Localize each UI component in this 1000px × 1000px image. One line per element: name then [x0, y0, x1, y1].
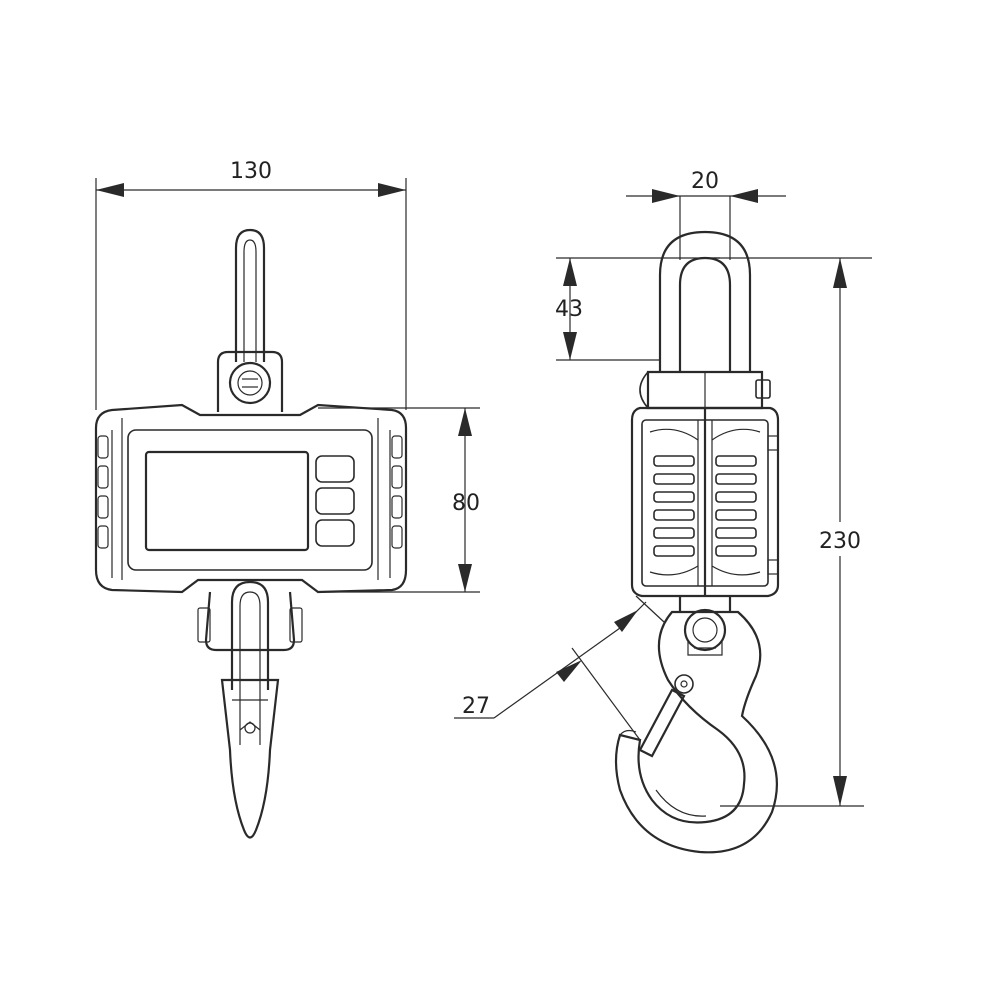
dim-hook-opening: 27 — [454, 595, 665, 741]
front-panel — [127, 429, 373, 571]
dim-body-height: 80 — [318, 407, 480, 593]
side-housing — [630, 406, 780, 598]
front-hook-swivel — [230, 580, 270, 690]
side-grille-right — [711, 428, 761, 576]
front-top-ring — [234, 228, 266, 362]
dim-total-height: 230 — [708, 257, 872, 807]
side-grille-left — [649, 428, 699, 576]
dim-width-label: 130 — [230, 159, 272, 184]
panel-button-1 — [315, 455, 355, 483]
dim-shackle-width-label: 20 — [691, 169, 719, 194]
front-top-bolt — [228, 361, 272, 405]
side-hook-eye — [683, 608, 727, 652]
front-housing — [94, 403, 408, 594]
panel-button-3 — [315, 519, 355, 547]
side-view — [614, 230, 780, 854]
dim-width: 130 — [95, 159, 407, 410]
front-view — [94, 228, 408, 839]
display-screen — [144, 450, 310, 552]
dim-total-height-label: 230 — [819, 529, 861, 554]
dim-shackle-width: 20 — [626, 169, 786, 260]
front-bottom-mount — [204, 591, 296, 652]
dim-hook-opening-label: 27 — [462, 694, 490, 719]
dim-body-height-label: 80 — [452, 491, 480, 516]
dim-shackle-height-label: 43 — [555, 297, 583, 322]
front-left-grips — [97, 435, 109, 549]
dim-shackle-height: 43 — [555, 257, 720, 361]
side-shackle — [658, 230, 752, 372]
front-top-mount — [216, 350, 284, 412]
front-hook — [220, 678, 280, 839]
side-hook-latch — [638, 688, 686, 758]
panel-button-2 — [315, 487, 355, 515]
side-hook — [614, 610, 779, 854]
front-right-grips — [391, 435, 403, 549]
